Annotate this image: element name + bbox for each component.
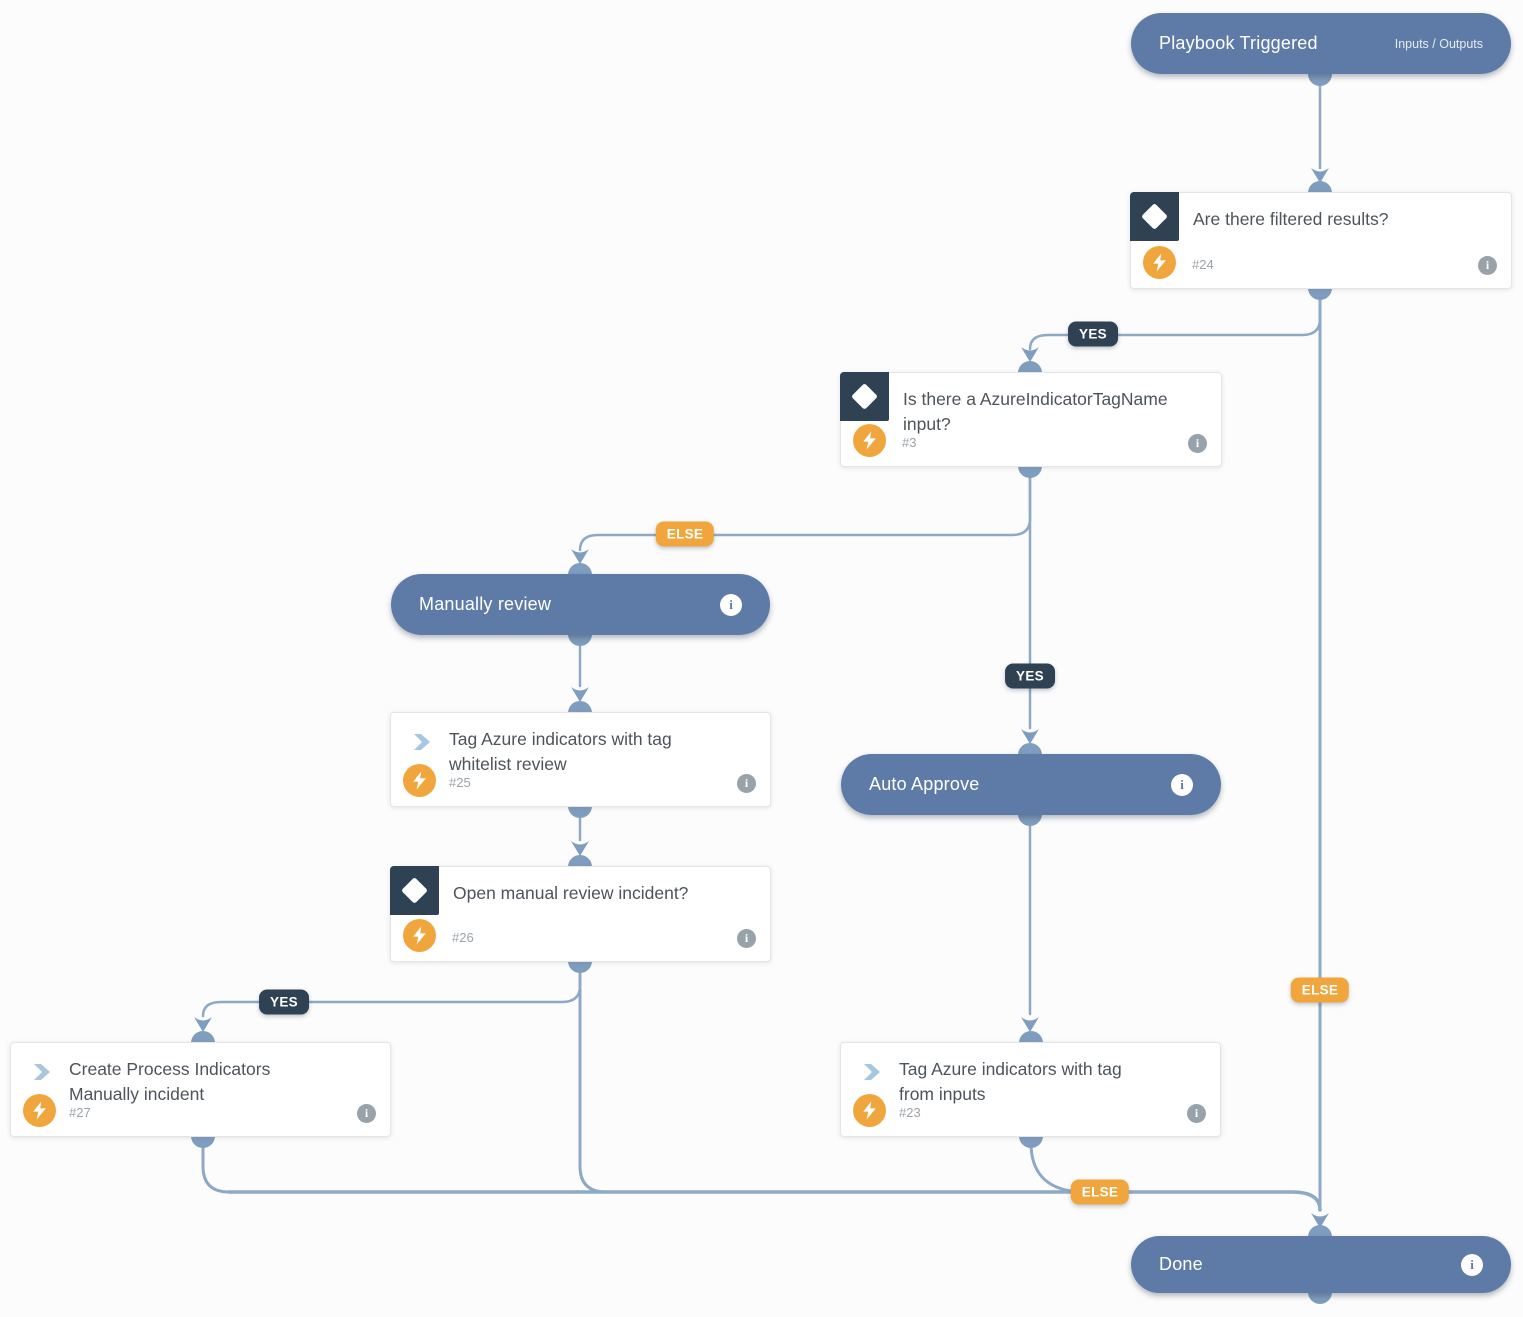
end-node-done[interactable]: Done i [1131,1236,1511,1293]
node-title: Auto Approve [869,774,980,794]
node-title: Tag Azure indicators with tag whitelist … [449,729,672,774]
condition-diamond-icon [390,866,439,915]
start-node-playbook-triggered[interactable]: Playbook Triggered Inputs / Outputs [1131,13,1511,74]
edge-label-yes[interactable]: YES [1068,321,1118,347]
automation-lightning-icon [403,919,436,952]
edge-label-else[interactable]: ELSE [1290,977,1350,1003]
edge-create-indicators-out [201,1141,231,1194]
automation-lightning-icon [403,764,436,797]
task-number: #25 [449,775,471,790]
node-title: Are there filtered results? [1193,209,1389,229]
arrowheads [194,168,1329,1228]
section-node-manually-review[interactable]: Manually review i [391,574,770,635]
automation-lightning-icon [853,424,886,457]
info-icon[interactable]: i [737,774,756,793]
edge-merge-to-done [227,1190,1322,1212]
task-node-tag-whitelist-review[interactable]: Tag Azure indicators with tag whitelist … [390,712,771,807]
chevron-task-icon [863,1063,881,1081]
edge-label-yes[interactable]: YES [259,989,309,1015]
node-title: Tag Azure indicators with tag from input… [899,1059,1122,1104]
task-number: #26 [452,930,474,945]
task-node-tag-from-inputs[interactable]: Tag Azure indicators with tag from input… [840,1042,1221,1137]
node-title: Open manual review incident? [453,883,689,903]
node-title: Create Process Indicators Manually incid… [69,1059,271,1104]
edge-tag-inputs-out [1029,1141,1082,1194]
condition-diamond-icon [840,372,889,421]
node-title: Manually review [419,594,552,614]
task-number: #27 [69,1105,91,1120]
inputs-outputs-link[interactable]: Inputs / Outputs [1394,36,1483,51]
edge-label-else[interactable]: ELSE [1070,1179,1130,1205]
info-icon[interactable]: i [1171,773,1193,796]
node-connectors [191,74,1332,1304]
automation-lightning-icon [1143,246,1176,279]
info-icon[interactable]: i [1188,434,1207,453]
node-title: Done [1159,1254,1203,1274]
section-node-auto-approve[interactable]: Auto Approve i [841,754,1221,815]
info-icon[interactable]: i [1478,256,1497,275]
automation-lightning-icon [23,1094,56,1127]
task-node-create-process-indicators-incident[interactable]: Create Process Indicators Manually incid… [10,1042,391,1137]
info-icon[interactable]: i [720,593,742,616]
info-icon[interactable]: i [1461,1253,1483,1276]
task-number: #3 [902,435,917,450]
task-number: #23 [899,1105,921,1120]
task-number: #24 [1192,257,1214,272]
condition-node-are-there-filtered-results[interactable]: Are there filtered results? #24 i [1130,192,1512,289]
chevron-task-icon [413,733,431,751]
edge-tagname-else [578,471,1032,552]
automation-lightning-icon [853,1094,886,1127]
edge-label-yes[interactable]: YES [1005,663,1055,689]
node-title: Is there a AzureIndicatorTagName input? [903,389,1168,434]
condition-node-open-manual-review-incident[interactable]: Open manual review incident? #26 i [390,866,771,962]
edge-label-else[interactable]: ELSE [655,521,715,547]
condition-diamond-icon [1130,192,1179,241]
info-icon[interactable]: i [1187,1104,1206,1123]
info-icon[interactable]: i [737,929,756,948]
edge-review-else [578,966,608,1194]
condition-node-azureindicatortagname-input[interactable]: Is there a AzureIndicatorTagName input? … [840,372,1222,467]
node-title: Playbook Triggered [1159,33,1318,53]
info-icon[interactable]: i [357,1104,376,1123]
chevron-task-icon [33,1063,51,1081]
